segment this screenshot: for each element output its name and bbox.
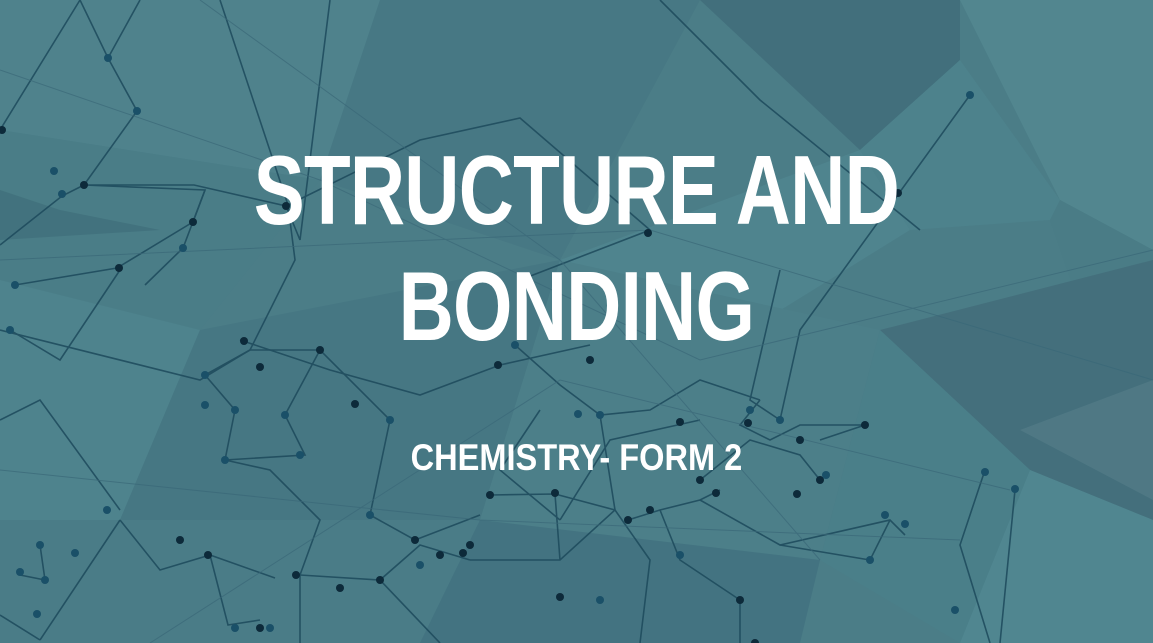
slide-subtitle: CHEMISTRY- FORM 2 [410,437,743,478]
slide-title-line-1: STRUCTURE AND [253,135,900,245]
slide-title-line-2: BONDING [398,251,755,361]
slide-title: STRUCTURE AND BONDING [127,132,1026,364]
